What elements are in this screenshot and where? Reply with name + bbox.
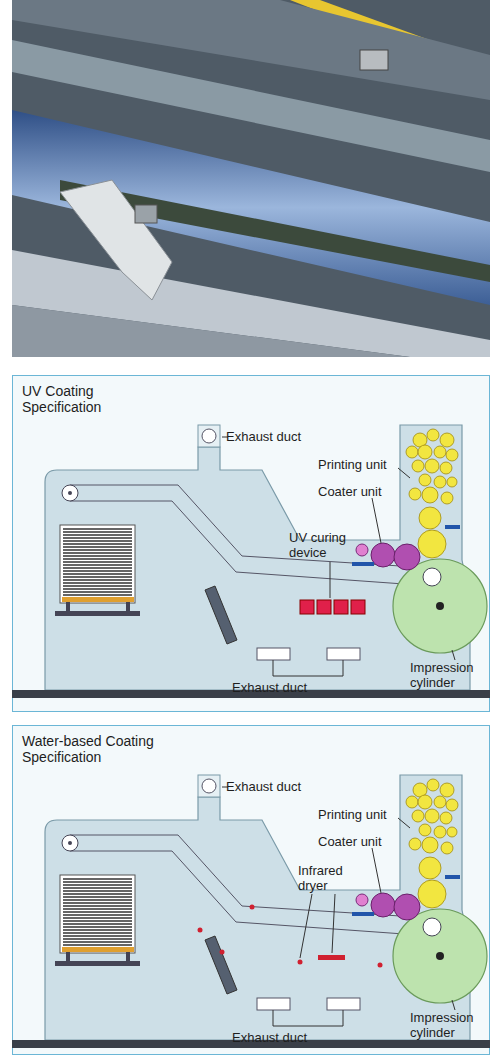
panel-title: UV Coating Specification <box>22 383 122 415</box>
part-label: Exhaust duct <box>232 1030 342 1045</box>
part-label: Printing unit <box>318 807 418 822</box>
part-label: Impression cylinder <box>410 1010 495 1040</box>
spec-panel: Water-based Coating Specification <box>12 725 490 1055</box>
water-machine <box>12 775 490 1048</box>
uv-curing-lamps <box>300 562 365 614</box>
part-label: UV curing device <box>289 530 369 560</box>
part-label: Exhaust duct <box>226 779 336 794</box>
panel-title: Water-based Coating Specification <box>22 733 172 765</box>
part-label: Exhaust duct <box>226 429 336 444</box>
photo <box>12 0 490 357</box>
part-label: Coater unit <box>318 834 418 849</box>
part-label: Coater unit <box>318 484 418 499</box>
part-label: Impression cylinder <box>410 660 495 690</box>
uv-machine <box>12 425 490 698</box>
part-label: Printing unit <box>318 457 418 472</box>
infrared-dryer <box>198 894 383 968</box>
part-label: Infrared dryer <box>298 863 368 893</box>
part-label: Exhaust duct <box>232 680 342 695</box>
